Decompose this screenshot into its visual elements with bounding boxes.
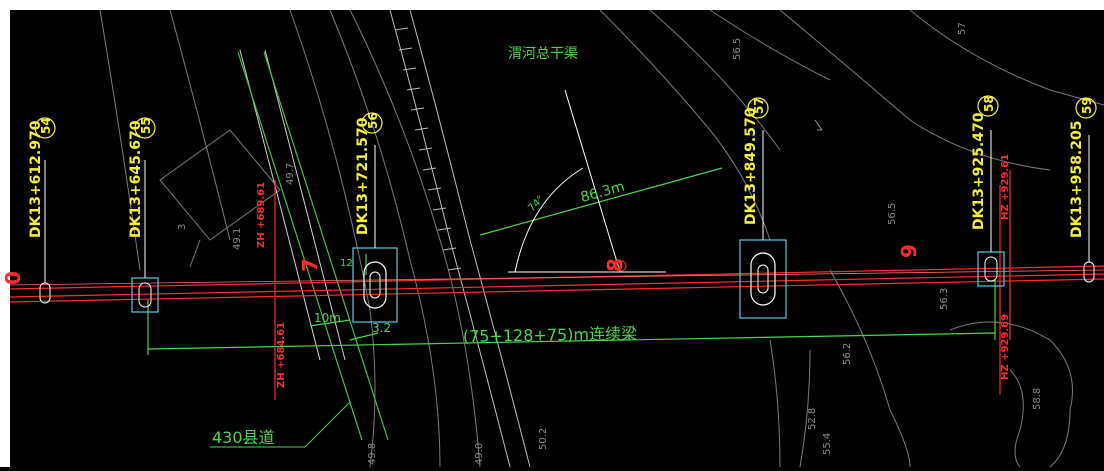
elevation-labels: 56.5 57 49.7 49.1 56.5 56.3 56.2 52.8 55… bbox=[177, 22, 1043, 465]
elev-label: 49.0 bbox=[474, 443, 485, 465]
pier-footing bbox=[39, 282, 51, 304]
pier-shaft bbox=[750, 252, 776, 306]
elev-label: 57 bbox=[957, 22, 968, 35]
km-markers: 0 7 8 9 bbox=[1, 244, 921, 285]
road-hatch bbox=[389, 9, 531, 468]
bridge-dimension bbox=[147, 167, 996, 355]
pier-inner bbox=[369, 271, 381, 299]
elev-label: 58.8 bbox=[1032, 388, 1043, 410]
dim-10m: 10m bbox=[314, 311, 341, 325]
pier-shaft bbox=[363, 261, 387, 309]
curve-point-marks bbox=[274, 170, 1011, 400]
station-labels: DK13+612.970 DK13+645.670 DK13+721.570 D… bbox=[28, 107, 1085, 238]
pier-id-label: 55 bbox=[139, 117, 153, 134]
elev-label: 50.2 bbox=[538, 428, 549, 450]
cad-canvas[interactable]: 54 55 56 57 58 59 DK13+612.970 DK13+645.… bbox=[1, 9, 1104, 468]
pier-id-label: 58 bbox=[982, 95, 996, 112]
bridge-span-label: (75+128+75)m连续梁 bbox=[463, 324, 637, 346]
pier-id-markers bbox=[34, 95, 1097, 139]
pier-id-circle bbox=[1075, 97, 1097, 119]
pier-54[interactable] bbox=[39, 282, 51, 304]
road-name: 430县道 bbox=[212, 428, 275, 447]
canal-name: 渭河总干渠 bbox=[508, 46, 578, 62]
green-road-lines bbox=[237, 51, 389, 441]
elev-label: 56.2 bbox=[842, 343, 853, 365]
km-marker-8: 8 bbox=[603, 258, 627, 272]
pier-id-label: 59 bbox=[1080, 97, 1094, 114]
pier-id-circle bbox=[361, 112, 383, 134]
zh-lower-label: ZH +684.61 bbox=[276, 322, 287, 388]
viewport-frame-top bbox=[0, 0, 1104, 10]
distance-label: 86.3m bbox=[579, 179, 626, 206]
station-label-56: DK13+721.570 bbox=[355, 117, 371, 235]
angle-label: 74° bbox=[526, 194, 546, 214]
pier-shaft bbox=[138, 282, 152, 308]
pier-id-circle bbox=[977, 95, 999, 117]
pier-57[interactable] bbox=[739, 239, 787, 319]
elev-label: 49.1 bbox=[232, 228, 243, 250]
alignment-lines bbox=[9, 265, 1104, 303]
pier-footing bbox=[739, 239, 787, 319]
station-label-55: DK13+645.670 bbox=[128, 120, 144, 238]
hz-upper-label: HZ +929.61 bbox=[1000, 154, 1011, 220]
cad-drawing-viewport[interactable]: 54 55 56 57 58 59 DK13+612.970 DK13+645.… bbox=[1, 9, 1104, 468]
elev-label: 49.8 bbox=[367, 443, 378, 465]
station-label-58: DK13+925.470 bbox=[971, 112, 987, 230]
elev-label: 55.4 bbox=[822, 433, 833, 455]
viewport-frame-left bbox=[0, 0, 10, 467]
station-label-57: DK13+849.570 bbox=[743, 107, 759, 225]
elev-label: 49.7 bbox=[285, 163, 296, 185]
zh-upper-label: ZH +689.61 bbox=[256, 182, 267, 248]
arrow-icon bbox=[814, 119, 823, 131]
elev-label: 56.5 bbox=[887, 203, 898, 225]
elev-label: 56.3 bbox=[939, 288, 950, 310]
pier-id-label: 56 bbox=[366, 112, 380, 129]
elev-label: 3 bbox=[177, 224, 188, 230]
pier-shaft bbox=[984, 256, 998, 282]
elev-label: 52.8 bbox=[807, 408, 818, 430]
road-label: 430县道 bbox=[210, 401, 351, 448]
dim-3-2: 3.2 bbox=[372, 321, 391, 335]
km-marker-7: 7 bbox=[298, 258, 322, 272]
station-leaders bbox=[44, 130, 1090, 283]
angle-arc-icon bbox=[508, 89, 666, 273]
station-label-59: DK13+958.205 bbox=[1069, 121, 1085, 238]
elev-label: 56.5 bbox=[732, 38, 743, 60]
pier-id-label: 57 bbox=[752, 97, 766, 114]
dim-12: 12 bbox=[340, 258, 353, 269]
pier-id-circle bbox=[747, 97, 769, 119]
km-marker-0: 0 bbox=[1, 271, 25, 285]
pier-id-texts: 54 55 56 57 58 59 bbox=[39, 95, 1094, 134]
pier-inner bbox=[757, 264, 769, 294]
pier-id-circle bbox=[134, 117, 156, 139]
pier-id-label: 54 bbox=[39, 117, 53, 134]
terrain-lines bbox=[99, 9, 1104, 468]
km-marker-9: 9 bbox=[897, 244, 921, 258]
hz-lower-label: HZ +929.69 bbox=[1000, 314, 1011, 380]
pier-id-circle bbox=[34, 117, 56, 139]
curve-point-labels: ZH +689.61 ZH +684.61 HZ +929.61 HZ +929… bbox=[256, 154, 1011, 388]
station-label-54: DK13+612.970 bbox=[28, 120, 44, 238]
